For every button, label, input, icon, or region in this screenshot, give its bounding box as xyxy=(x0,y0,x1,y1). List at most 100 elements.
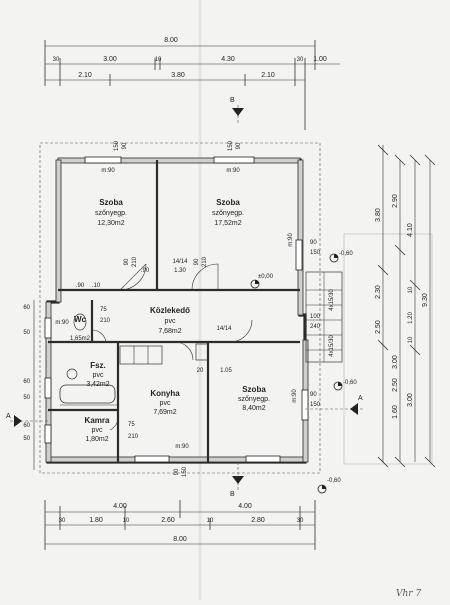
room-1-floor: szőnyegp. xyxy=(95,210,127,217)
dim-left-3: 50 xyxy=(23,395,30,401)
opening-75-b: 75 xyxy=(128,422,135,428)
opening-m90-f: m:90 xyxy=(55,320,69,326)
room-5-floor: pvc xyxy=(93,372,104,379)
room-2-floor: szőnyegp. xyxy=(212,210,244,217)
opening-210-d: 210 xyxy=(128,434,139,440)
dim-right-c3-4: 1.60 xyxy=(392,405,399,419)
opening-90-b: 90 xyxy=(194,258,200,265)
dim-bottom-r1-0: 4.00 xyxy=(113,503,127,510)
dim-right-c3-0: 10 xyxy=(408,286,414,293)
dim-right-c2-3: 9.30 xyxy=(422,293,429,307)
opening-210-c: 210 xyxy=(100,318,111,324)
room-3-floor: pvc xyxy=(165,318,176,325)
opening-14-14-a: 14/14 xyxy=(172,259,188,265)
signature: Vhr 7 xyxy=(396,589,421,599)
opening-90-top-a: 150 xyxy=(114,140,120,151)
room-8-floor: pvc xyxy=(92,427,103,434)
dim-right-c3-3: 2.50 xyxy=(392,378,399,392)
opening-m90-d: m:90 xyxy=(288,233,294,247)
opening-m90-c: m:90 xyxy=(175,444,189,450)
section-markers: A A B xyxy=(6,395,365,498)
door-swings xyxy=(91,263,253,431)
section-marker-b-top: B xyxy=(230,97,244,125)
opening-210-a: 210 xyxy=(132,256,138,267)
section-a-left-label: A xyxy=(6,413,11,420)
room-4-name: Wc xyxy=(74,315,87,324)
dim-bottom-r1-1: 4.00 xyxy=(238,503,252,510)
room-labels: Szoba szőnyegp. 12,30m2 Szoba szőnyegp. … xyxy=(70,198,270,443)
room-8-name: Kamra xyxy=(85,416,110,425)
dim-top-r2-4: 30 xyxy=(297,57,304,63)
dim-bottom-r2-5: 2.80 xyxy=(251,517,265,524)
opening-150-right: 150 xyxy=(310,250,321,256)
opening-105: 1.05 xyxy=(220,368,232,374)
dim-bottom-r2-1: 1.80 xyxy=(89,517,103,524)
dim-right-c2-1: 3.00 xyxy=(392,355,399,369)
bathtub xyxy=(59,384,116,404)
room-2-name: Szoba xyxy=(216,198,240,207)
level-ext-right-top: -0,60 xyxy=(339,251,353,257)
toilet xyxy=(73,313,87,331)
fixtures xyxy=(59,313,209,404)
opening-dot90-b: .90 xyxy=(76,283,85,289)
dim-right-c3-5: 3.00 xyxy=(407,393,414,407)
opening-75-a: 75 xyxy=(100,307,107,313)
dim-right-c1-0: 3.80 xyxy=(375,208,382,222)
dim-right-c3-2: 10 xyxy=(408,336,414,343)
opening-dot90-a: .90 xyxy=(141,268,150,274)
opening-210-b: 210 xyxy=(202,256,208,267)
dim-top-r2-3: 4.30 xyxy=(221,56,235,63)
opening-150-right-b: 150 xyxy=(310,402,321,408)
dim-right-c2-2: 4.10 xyxy=(407,223,414,237)
right-dimensions: 3.80 2.30 2.50 2.90 3.00 1.60 4.10 10 1.… xyxy=(375,144,436,468)
section-b-bottom-label: B xyxy=(230,491,235,498)
level-ext-right-mid: -0,60 xyxy=(343,380,357,386)
opening-14-14-b: 14/14 xyxy=(216,326,232,332)
signature-text: Vhr 7 xyxy=(396,589,421,599)
dim-bottom-r2-2: 10 xyxy=(123,518,130,524)
dim-right-c2-0: 2.90 xyxy=(392,194,399,208)
opening-90-top-d: 90 xyxy=(236,142,242,149)
dim-left-5: 50 xyxy=(23,436,30,442)
left-dimensions: 60 50 60 50 60 50 xyxy=(23,300,35,470)
level-floor: ±0,00 xyxy=(258,274,274,280)
room-5-area: 3,42m2 xyxy=(86,381,109,388)
opening-m90-a: m:90 xyxy=(101,168,115,174)
room-4-area: 1,65m2 xyxy=(70,336,91,342)
room-1-name: Szoba xyxy=(99,198,123,207)
room-8-area: 1,80m2 xyxy=(85,436,108,443)
stair-label-bottom: 4x15/30 xyxy=(329,335,335,357)
dim-right-c1-1: 2.30 xyxy=(375,285,382,299)
opening-labels: m:90 m:90 m:90 m:90 m:90 m:90 150 90 150… xyxy=(55,140,320,477)
room-6-floor: pvc xyxy=(160,400,171,407)
dim-right-c3-1: 1.20 xyxy=(408,312,414,324)
opening-90-right: 90 xyxy=(310,240,317,246)
opening-90-bottom: 90 xyxy=(174,468,180,475)
dim-bottom-r2-0: 30 xyxy=(59,518,66,524)
room-3-name: Közlekedő xyxy=(150,306,190,315)
dim-top-r3-2: 2.10 xyxy=(261,72,275,79)
room-2-area: 17,52m2 xyxy=(214,220,241,227)
opening-90-right-b: 90 xyxy=(310,392,317,398)
dim-top-r3-1: 3.80 xyxy=(171,72,185,79)
section-a-right-label: A xyxy=(358,395,363,402)
room-7-area: 8,40m2 xyxy=(242,405,265,412)
room-7-floor: szőnyegp. xyxy=(238,396,270,403)
sink xyxy=(66,368,78,380)
level-marks: ±0,00 -0,60 -0,60 -0,60 xyxy=(250,251,357,494)
dim-top-r3-0: 2.10 xyxy=(78,72,92,79)
room-7-name: Szoba xyxy=(242,385,266,394)
dim-top-r2-0: 30 xyxy=(53,57,60,63)
dim-top-r2-2: 10 xyxy=(155,57,162,63)
opening-90-top-b: 90 xyxy=(122,142,128,149)
dim-left-2: 60 xyxy=(23,379,30,385)
room-6-area: 7,69m2 xyxy=(153,409,176,416)
dim-right-c1-2: 2.50 xyxy=(375,320,382,334)
opening-m90-b: m:90 xyxy=(226,168,240,174)
dim-left-1: 50 xyxy=(23,330,30,336)
entrance-stair: 4x15/30 4x15/30 xyxy=(305,233,433,465)
stair-label-top: 4x15/30 xyxy=(329,289,335,311)
